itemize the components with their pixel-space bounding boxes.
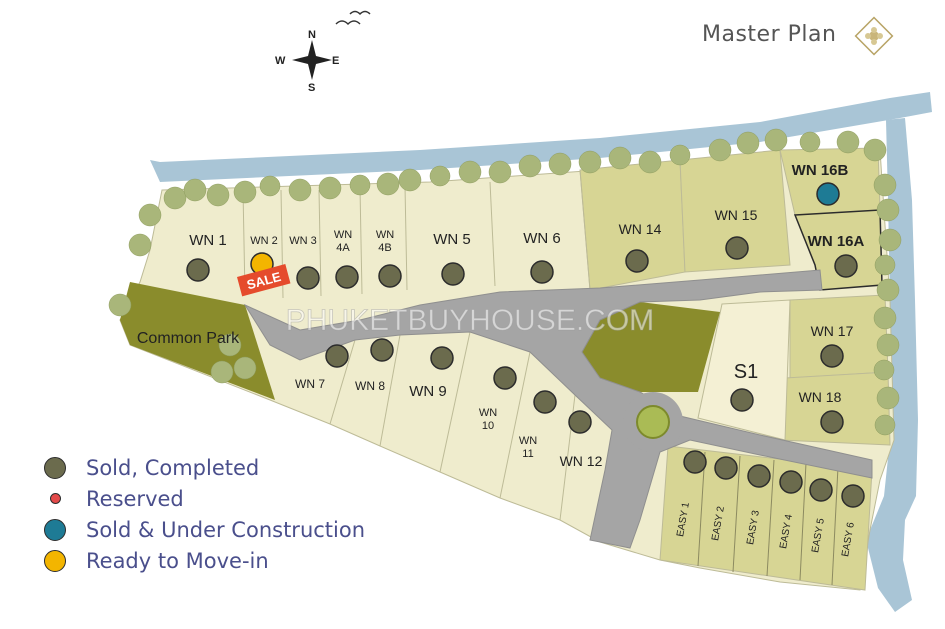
legend-item-ready: Ready to Move-in: [44, 545, 365, 576]
plot-label: WN 16A: [808, 233, 865, 250]
plot-status-marker-icon: [325, 344, 349, 368]
plot-status-marker-icon: [683, 450, 707, 474]
legend-label: Reserved: [86, 486, 184, 511]
plot-label: WN 12: [560, 453, 603, 469]
plot-label: WN 3: [289, 235, 317, 247]
plot-wn-14[interactable]: WN 14: [619, 221, 662, 273]
plot-label: S1: [734, 361, 758, 383]
compass-s: S: [308, 82, 315, 94]
plot-area-s1: [697, 299, 791, 441]
sale-tag[interactable]: SALE: [237, 264, 291, 297]
legend-label: Ready to Move-in: [86, 548, 269, 573]
compass-w: W: [275, 55, 286, 67]
plot-status-marker-icon: [820, 410, 844, 434]
legend-label: Sold & Under Construction: [86, 517, 366, 542]
plot-wn-1[interactable]: WN 1: [186, 232, 227, 282]
plot-wn-16b[interactable]: WN 16B: [792, 162, 849, 206]
legend-label: Sold, Completed: [86, 455, 260, 480]
plot-status-marker-icon: [335, 265, 359, 289]
plot-label: WN 2: [250, 235, 278, 247]
plot-label: WN 1: [189, 232, 227, 249]
center-green: [582, 302, 720, 392]
plot-label: WN 6: [523, 230, 561, 247]
plot-status-marker-icon: [747, 464, 771, 488]
roundabout-center: [636, 405, 670, 439]
plot-label: WN 14: [619, 221, 662, 237]
plot-label: WN 9: [409, 383, 447, 400]
plot-wn-8[interactable]: WN 8: [355, 338, 394, 393]
plot-status-marker-icon: [568, 410, 592, 434]
plot-status-marker-icon: [370, 338, 394, 362]
under-construction-marker-icon: [44, 518, 66, 541]
plot-status-marker-icon: [841, 484, 865, 508]
canal-top: [150, 92, 932, 182]
plot-wn-9[interactable]: WN 9: [409, 346, 454, 400]
plot-label: WN 16B: [792, 162, 849, 179]
legend-item-sold-completed: Sold, Completed: [44, 452, 365, 483]
plot-status-marker-icon: [816, 182, 840, 206]
legend-item-under-construction: Sold & Under Construction: [44, 514, 365, 545]
compass-rose: N S E W: [275, 29, 339, 94]
plot-label: WN 17: [811, 323, 854, 339]
birds-icon: [335, 10, 371, 26]
ready-marker-icon: [44, 549, 66, 572]
plot-area-wn18: [779, 371, 891, 446]
plot-wn-17[interactable]: WN 17: [811, 323, 854, 368]
page-title: Master Plan: [702, 22, 837, 47]
plot-status-marker-icon: [430, 346, 454, 370]
sold-completed-marker-icon: [44, 456, 66, 479]
plot-status-marker-icon: [493, 366, 517, 390]
plot-status-marker-icon: [625, 249, 649, 273]
legend-item-reserved: Reserved: [44, 483, 365, 514]
main-road: [243, 269, 873, 549]
lotus-emblem-icon: [854, 16, 894, 56]
plot-label: WN 8: [355, 379, 385, 393]
trees: [108, 128, 902, 436]
plot-status-marker-icon: [441, 262, 465, 286]
plot-wn-15[interactable]: WN 15: [715, 207, 758, 260]
plot-wn-18[interactable]: WN 18: [799, 389, 844, 434]
reserved-marker-icon: [50, 493, 61, 504]
plot-status-marker-icon: [533, 390, 557, 414]
compass-e: E: [332, 55, 339, 67]
plot-status-marker-icon: [834, 254, 858, 278]
plot-label: WN 15: [715, 207, 758, 223]
legend: Sold, Completed Reserved Sold & Under Co…: [44, 452, 365, 576]
plot-easy-6[interactable]: EASY 6: [840, 484, 865, 558]
plot-wn-12[interactable]: WN 12: [560, 410, 603, 469]
plot-wn-6[interactable]: WN 6: [523, 230, 561, 284]
plot-status-marker-icon: [725, 236, 749, 260]
plot-wn-16a[interactable]: WN 16A: [808, 233, 865, 278]
plot-status-marker-icon: [714, 456, 738, 480]
plot-status-marker-icon: [530, 260, 554, 284]
plot-status-marker-icon: [186, 258, 210, 282]
plot-wn-3[interactable]: WN 3: [289, 235, 320, 290]
plot-status-marker-icon: [820, 344, 844, 368]
plot-status-marker-icon: [809, 478, 833, 502]
plot-status-marker-icon: [730, 388, 754, 412]
plot-s1[interactable]: S1: [730, 361, 758, 412]
plot-label: WN 7: [295, 377, 325, 391]
plot-wn-7[interactable]: WN 7: [295, 344, 349, 391]
plot-status-marker-icon: [779, 470, 803, 494]
plot-status-marker-icon: [296, 266, 320, 290]
plot-label: WN 5: [433, 231, 471, 248]
plot-wn-5[interactable]: WN 5: [433, 231, 471, 286]
plot-label: WN 18: [799, 389, 842, 405]
compass-n: N: [308, 29, 316, 41]
common-park-label: Common Park: [137, 330, 240, 347]
watermark: PHUKETBUYHOUSE.COM: [286, 304, 654, 337]
plot-status-marker-icon: [378, 264, 402, 288]
